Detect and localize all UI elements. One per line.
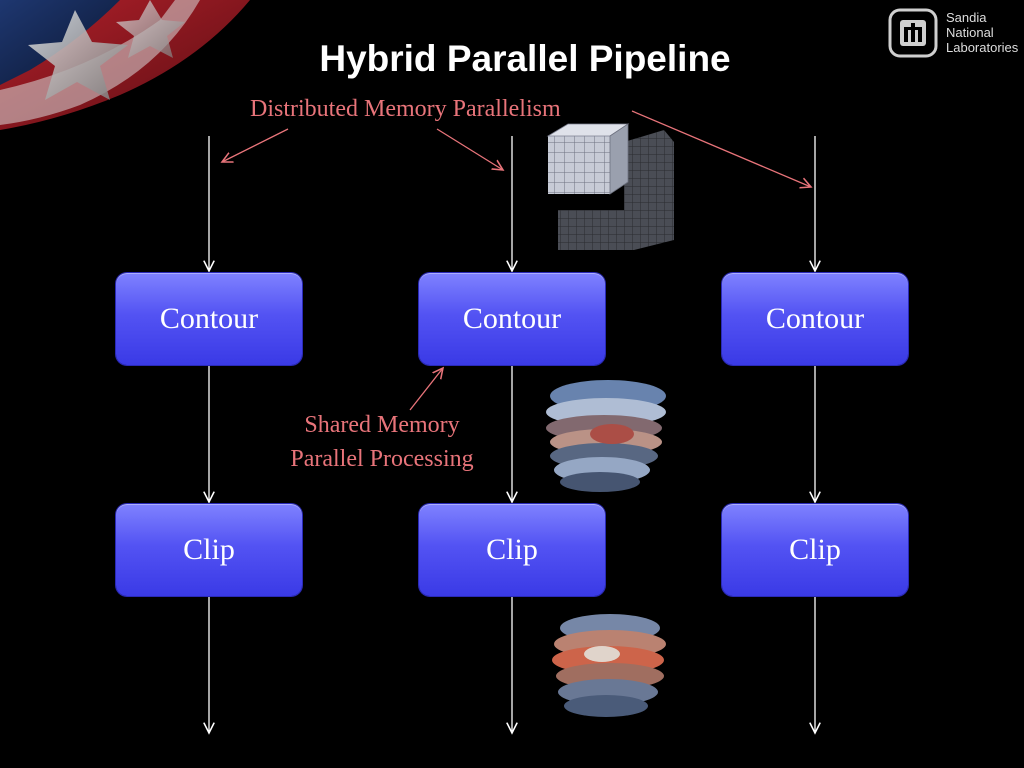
- sandia-logo-icon: [888, 8, 938, 58]
- clip-filter-2: Clip: [419, 504, 605, 596]
- clip-filter-3: Clip: [722, 504, 908, 596]
- shared-memory-arrow: [409, 368, 443, 411]
- distributed-arrow-3: [631, 110, 811, 187]
- logo-line-2: National: [946, 25, 994, 40]
- clip-result-image: [552, 614, 666, 717]
- clip-filter-1: Clip: [116, 504, 302, 596]
- distributed-arrow-2: [436, 128, 503, 170]
- contour-result-image: [546, 380, 666, 492]
- sandia-logo-text: Sandia National Laboratories: [946, 10, 1018, 55]
- contour-filter-3: Contour: [722, 273, 908, 365]
- flag-star-decoration: [0, 0, 250, 130]
- logo-line-3: Laboratories: [946, 40, 1019, 55]
- distributed-arrow-1: [222, 128, 289, 162]
- contour-filter-2: Contour: [419, 273, 605, 365]
- distributed-memory-label: Distributed Memory Parallelism: [250, 96, 561, 122]
- contour-filter-1: Contour: [116, 273, 302, 365]
- slide-title: Hybrid Parallel Pipeline: [319, 38, 731, 79]
- shared-memory-line-2: Parallel Processing: [290, 446, 474, 472]
- grid-mesh-image: [546, 123, 674, 250]
- shared-memory-label: Shared Memory Parallel Processing: [262, 408, 502, 476]
- logo-line-1: Sandia: [946, 10, 987, 25]
- shared-memory-line-1: Shared Memory: [304, 412, 460, 438]
